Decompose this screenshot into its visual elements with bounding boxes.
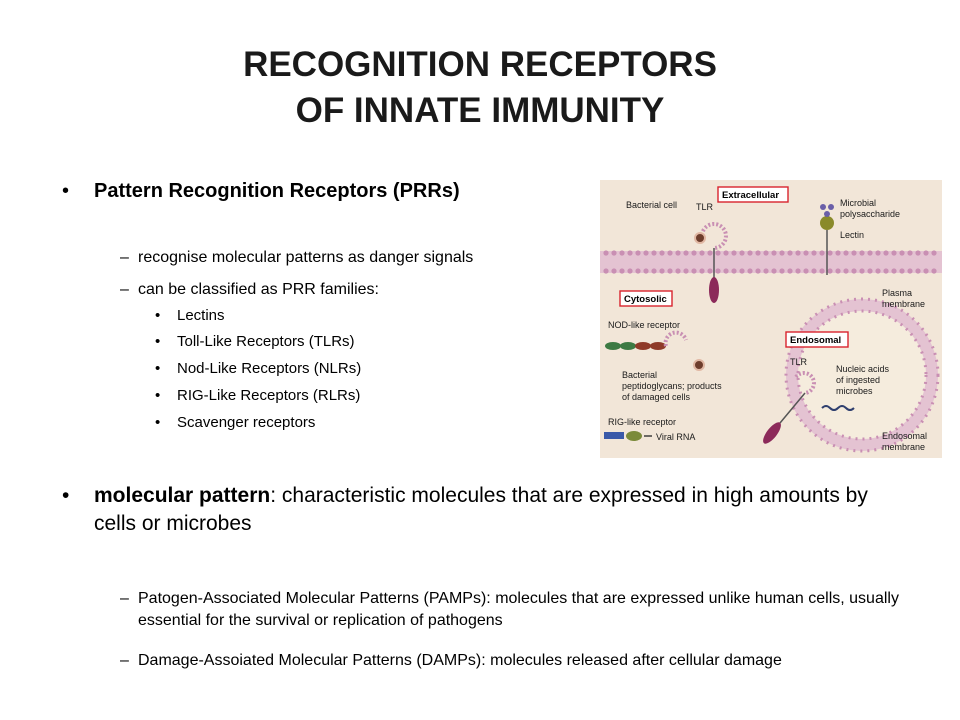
bullet-dot: • [62,484,70,507]
nucleic-acid-icon [821,405,855,411]
endosomal-tlr-ectodomain [794,371,816,395]
title-line-1: RECOGNITION RECEPTORS [243,45,717,84]
dash: – [120,281,129,298]
bullet-dot: • [155,307,161,324]
pattern-term: molecular pattern [94,484,271,507]
bacterial-cell-icon [694,232,706,244]
family-text: Nod-Like Receptors (NLRs) [177,360,362,377]
bullet-dot: • [155,387,161,404]
prr-heading: Pattern Recognition Receptors (PRRs) [94,180,460,202]
nod-label: NOD-like receptor [608,320,680,330]
family-text: Lectins [177,307,225,324]
title-line-2: OF INNATE IMMUNITY [295,91,665,130]
plasma-membrane-label-1: Plasma [882,288,912,298]
endosomal-membrane-label-2: membrane [882,442,925,452]
slide-title: RECOGNITION RECEPTORS OF INNATE IMMUNITY [0,42,960,134]
pamp-text: Patogen-Associated Molecular Patterns (P… [138,590,899,629]
polysaccharide-icon [824,211,830,217]
endosomal-box [785,331,849,348]
prr-figure: Extracellular Cytosolic Endosomal [600,180,942,458]
polysaccharide-icon [820,204,826,210]
bullet-dot: • [155,360,161,377]
bacterial-peptidoglycan-label-3: of damaged cells [622,392,691,402]
prr-item-text: can be classified as PRR families: [138,281,379,298]
cytosolic-box [619,290,673,307]
nod-receptor-icon [605,330,705,371]
bacterial-cell-label: Bacterial cell [626,200,677,210]
extracellular-label: Extracellular [722,190,779,201]
bullet-dot: • [155,333,161,350]
nucleic-acid-label-3: microbes [836,386,873,396]
dash: – [120,590,129,607]
family-text: Scavenger receptors [177,414,316,431]
endosomal-label: Endosomal [790,335,841,346]
plasma-membrane-beads [603,250,937,274]
rig-receptor-icon [604,431,652,441]
dash: – [120,249,129,266]
nucleic-acid-label-2: of ingested [836,375,880,385]
bacterial-peptidoglycan-label-2: peptidoglycans; products [622,381,722,391]
family-text: RIG-Like Receptors (RLRs) [177,387,361,404]
microbial-label-1: Microbial [840,198,876,208]
dash: – [120,652,129,669]
plasma-membrane [600,251,942,273]
bullet-dot: • [155,414,161,431]
bacterial-peptidoglycan-label-1: Bacterial [622,370,657,380]
tlr-top-label: TLR [696,202,714,212]
cytosolic-label: Cytosolic [624,294,667,305]
endosome-outer-beads [784,297,940,453]
endosome-inner-beads [796,309,928,441]
endosomal-tlr-stem [779,392,806,424]
endosomal-tlr-label: TLR [790,357,808,367]
rig-label: RIG-like receptor [608,417,676,427]
bullet-dot: • [62,180,70,202]
viral-rna-label: Viral RNA [656,432,695,442]
endosomal-tlr-tir [763,422,781,444]
pattern-text: molecular pattern: characteristic molecu… [94,482,894,538]
family-text: Toll-Like Receptors (TLRs) [177,333,355,350]
nucleic-acid-label-1: Nucleic acids [836,364,890,374]
lectin-head-icon [820,216,834,230]
damp-text: Damage-Assoiated Molecular Patterns (DAM… [138,652,782,669]
prr-item-text: recognise molecular patterns as danger s… [138,249,474,266]
polysaccharide-icon [828,204,834,210]
endosomal-membrane-label-1: Endosomal [882,431,927,441]
lectin-label: Lectin [840,230,864,240]
plasma-membrane-label-2: membrane [882,299,925,309]
tlr-tir-domain [709,277,719,303]
pattern-definition: : characteristic molecules that are expr… [94,484,868,535]
extracellular-box [717,186,789,203]
prr-diagram: Extracellular Cytosolic Endosomal [600,186,942,453]
microbial-label-2: polysaccharide [840,209,900,219]
